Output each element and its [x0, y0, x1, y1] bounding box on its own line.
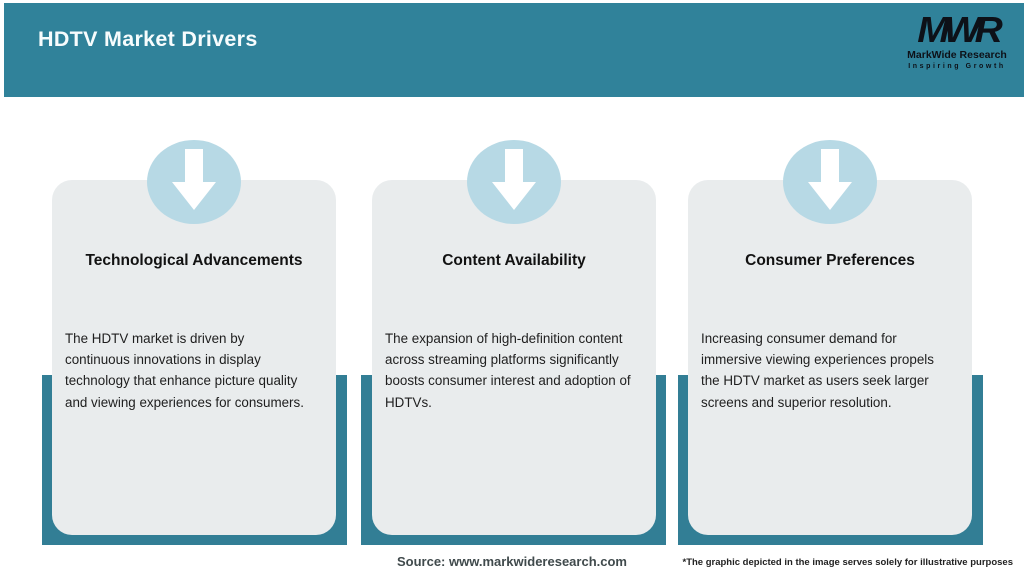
card-body-text: The expansion of high-definition content… [385, 331, 631, 410]
logo-tagline: Inspiring Growth [908, 63, 1006, 70]
disclaimer-text: *The graphic depicted in the image serve… [682, 557, 1014, 568]
driver-card-content-availability: Content Availability The expansion of hi… [372, 180, 656, 535]
card-title: Technological Advancements [85, 252, 303, 269]
arrow-down-icon [808, 148, 852, 216]
arrow-down-badge [147, 140, 241, 224]
logo-monogram: MWR [917, 10, 1002, 51]
card-body-text: The HDTV market is driven by continuous … [65, 331, 304, 410]
header-bar: HDTV Market Drivers MWR MarkWide Researc… [4, 3, 1024, 97]
card-body-text: Increasing consumer demand for immersive… [701, 331, 934, 410]
logo-company-name: MarkWide Research [907, 49, 1007, 61]
arrow-down-icon [492, 148, 536, 216]
arrow-down-icon [172, 148, 216, 216]
brand-logo: MWR MarkWide Research Inspiring Growth [902, 11, 1012, 70]
page-title: HDTV Market Drivers [38, 27, 258, 51]
driver-card-technological-advancements: Technological Advancements The HDTV mark… [52, 180, 336, 535]
card-title: Content Availability [442, 252, 586, 269]
driver-card-consumer-preferences: Consumer Preferences Increasing consumer… [688, 180, 972, 535]
card-title: Consumer Preferences [745, 252, 915, 269]
arrow-down-badge [467, 140, 561, 224]
source-text: Source: www.markwideresearch.com [396, 554, 627, 569]
arrow-down-badge [783, 140, 877, 224]
